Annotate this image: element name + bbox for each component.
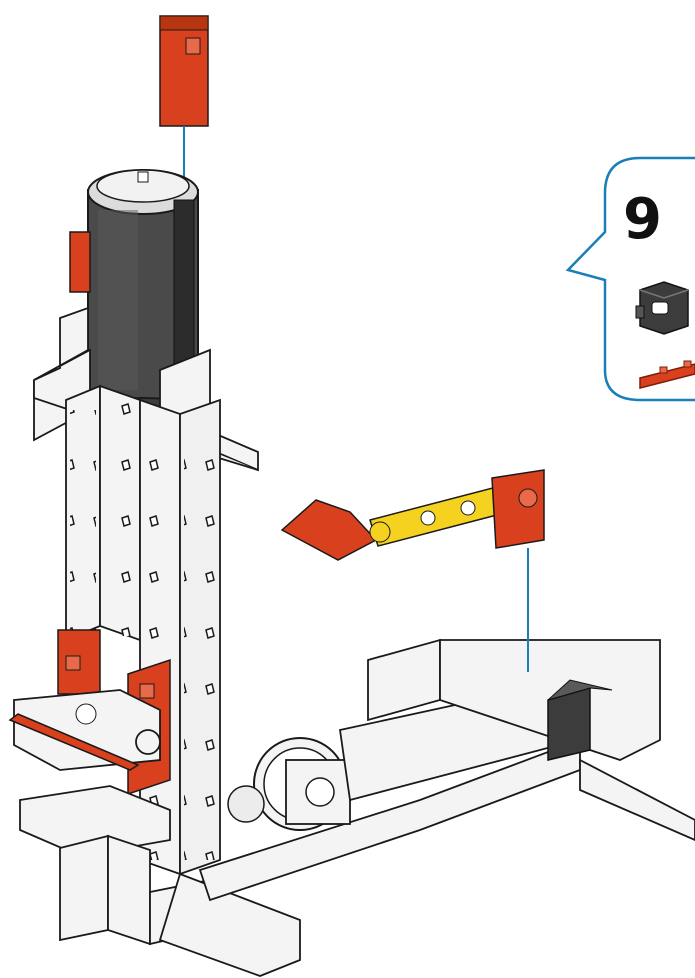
parts-callout: 9 — [568, 158, 695, 400]
left-crank-assembly — [10, 690, 160, 770]
step-number: 9 — [623, 187, 662, 252]
axle-hub — [136, 730, 160, 754]
red-side-plate — [70, 232, 90, 292]
yellow-strut-assembly — [282, 470, 544, 560]
crown-gear — [228, 738, 350, 830]
black-building-block-icon — [636, 282, 688, 334]
red-cap-block-top — [160, 16, 208, 126]
